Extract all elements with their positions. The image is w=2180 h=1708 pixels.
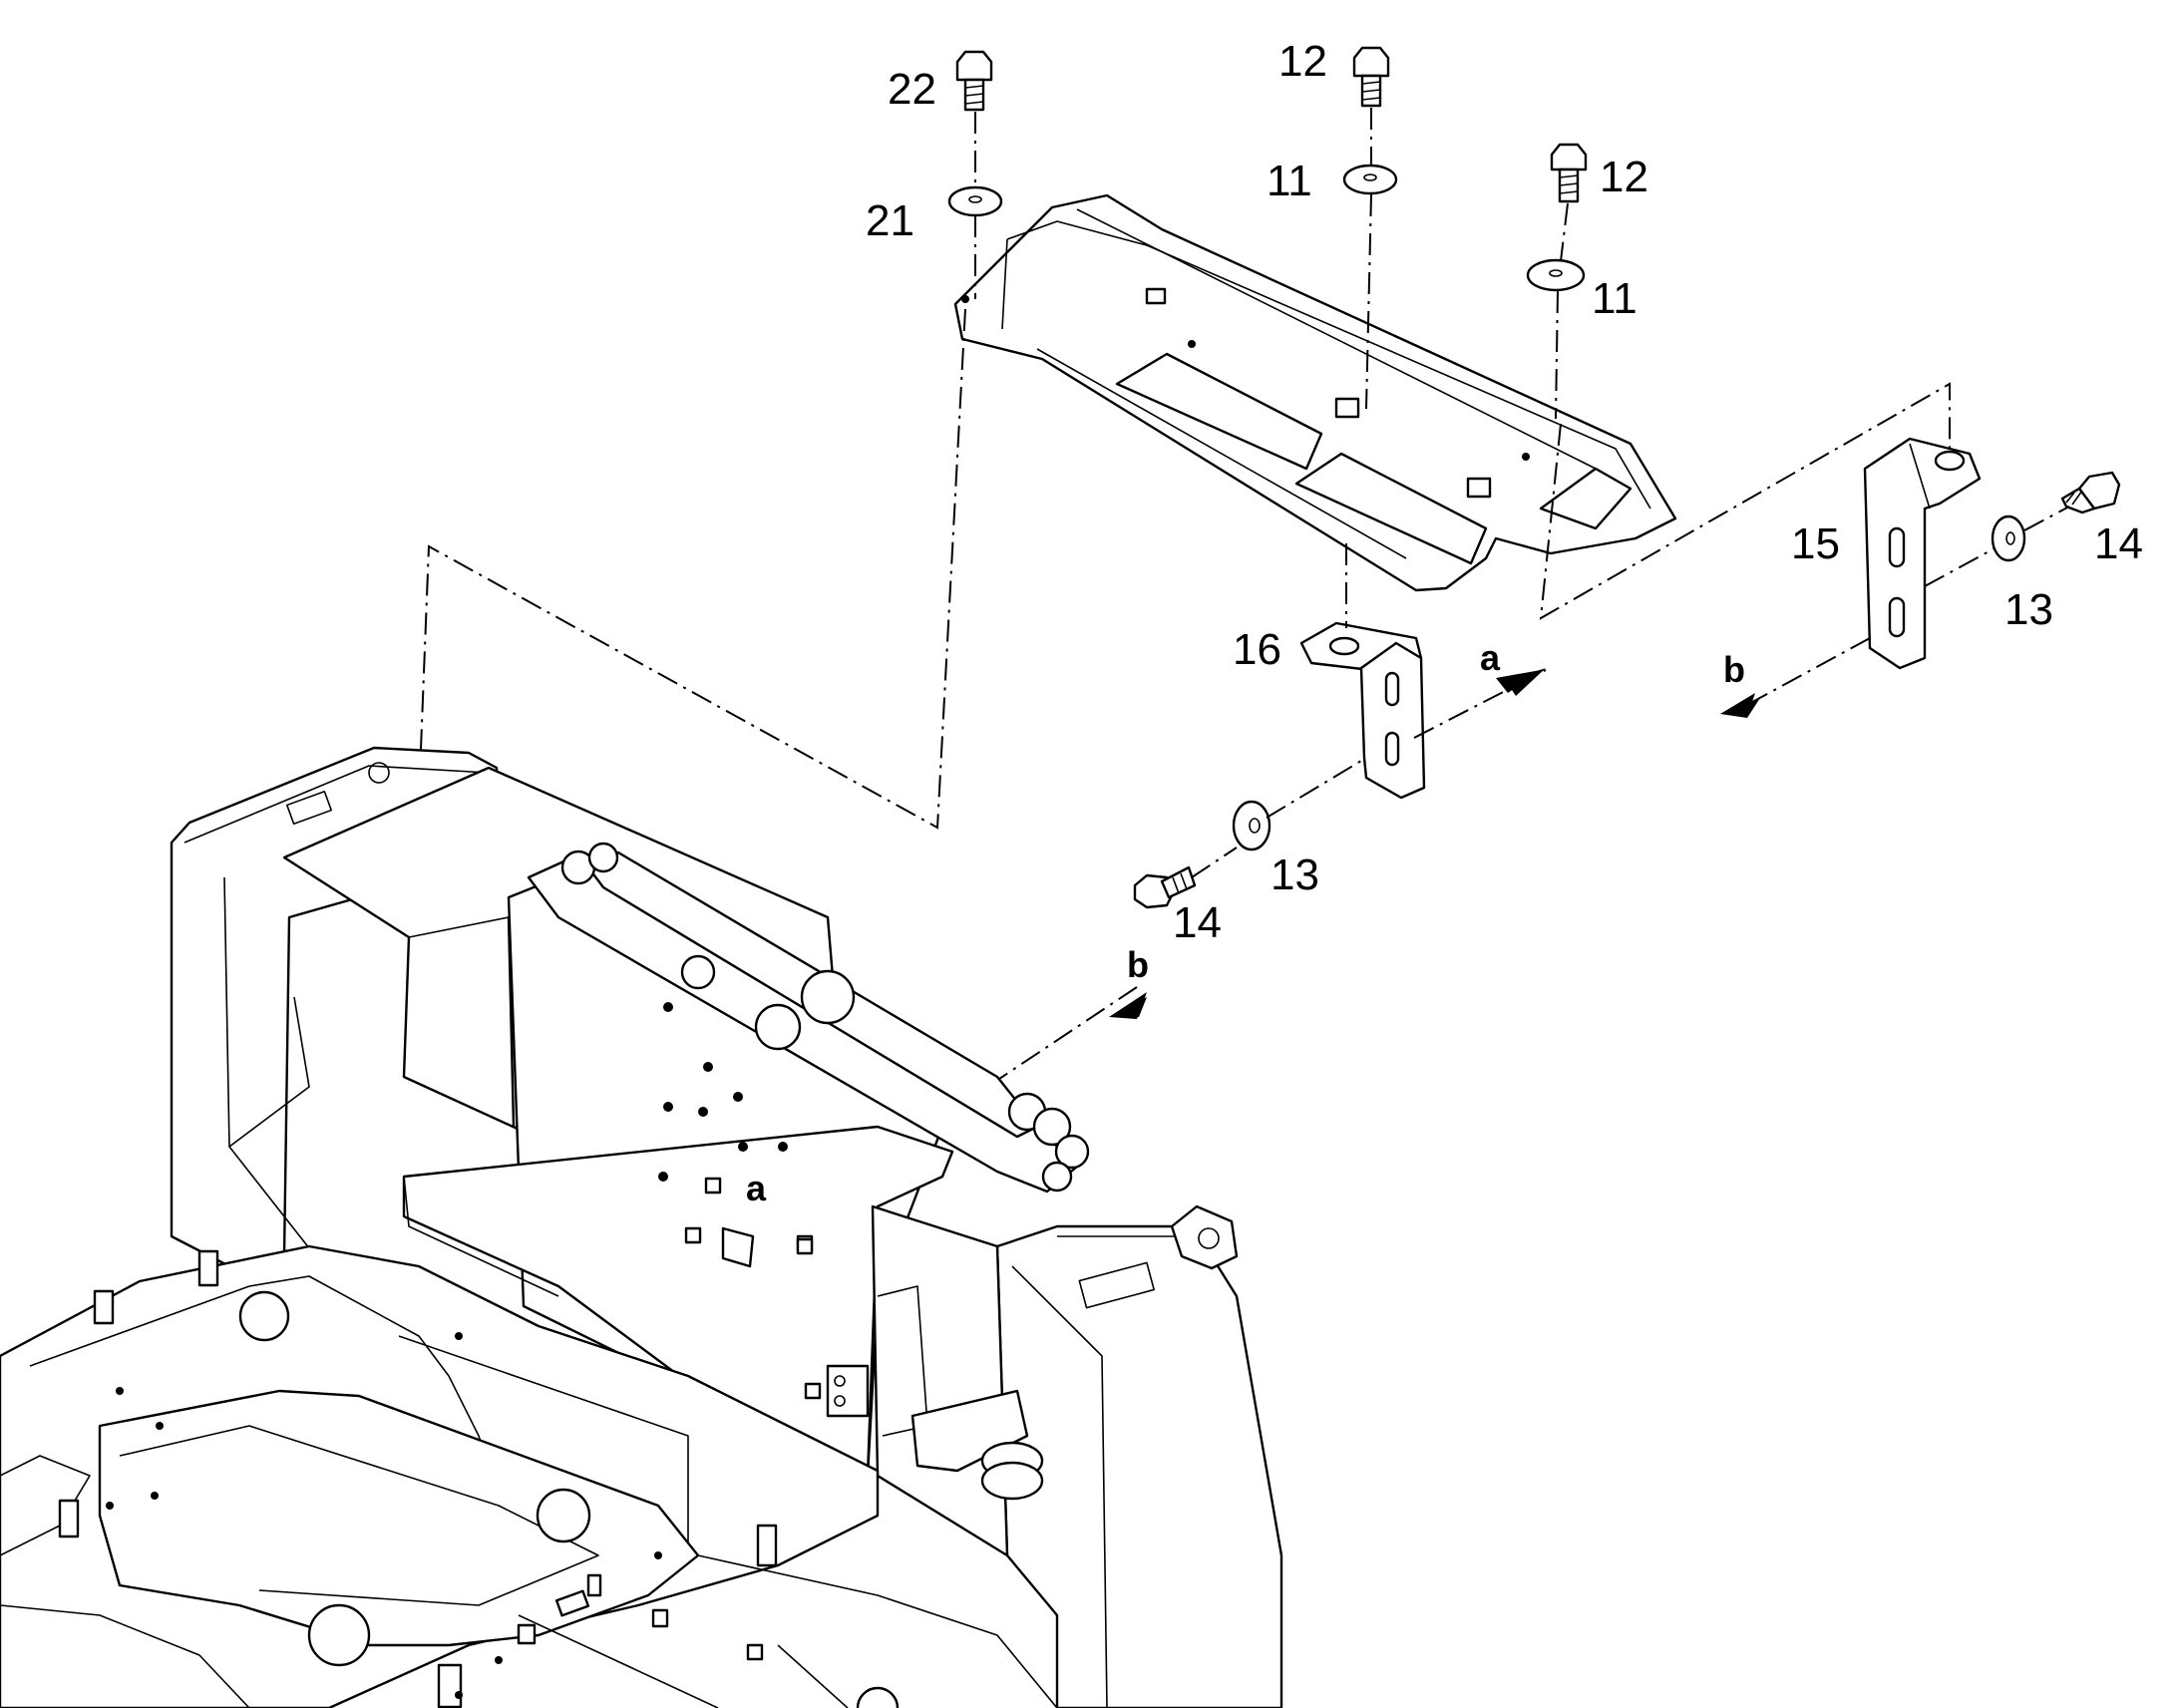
bolt-12-b (1550, 143, 1588, 203)
label-16: 16 (1233, 625, 1281, 674)
bracket-15 (1863, 437, 1982, 670)
direction-label-a-lower: a (746, 1168, 767, 1208)
washer-21 (947, 185, 1003, 217)
bolt-14-a (1133, 865, 1197, 909)
chain-links (560, 842, 1090, 1193)
washer-13-a (1232, 800, 1272, 852)
direction-label-b-upper: b (1723, 649, 1745, 690)
label-11-b: 11 (1592, 274, 1637, 323)
direction-label-a-upper: a (1480, 637, 1501, 678)
washer-11-b (1526, 258, 1586, 292)
machine-frame (0, 746, 1283, 1708)
label-21: 21 (866, 196, 914, 245)
direction-label-b-lower: b (1127, 944, 1149, 985)
label-15: 15 (1791, 519, 1840, 568)
washer-11-a (1342, 164, 1398, 195)
bracket-16 (1299, 621, 1426, 800)
label-11-a: 11 (1267, 157, 1312, 205)
label-12-b: 12 (1600, 153, 1648, 201)
washer-13-b (1991, 514, 2026, 562)
label-14-b: 14 (2094, 519, 2143, 568)
cover-plate (953, 193, 1677, 592)
label-22: 22 (888, 65, 936, 114)
bolt-12-a (1352, 46, 1390, 108)
bolt-22 (955, 50, 993, 112)
label-12-a: 12 (1278, 37, 1327, 86)
label-14-a: 14 (1173, 898, 1222, 947)
bolt-14-b (2060, 471, 2121, 514)
part-labels: 22 21 12 11 12 11 16 15 13 14 13 14 a b … (746, 37, 2143, 1208)
label-13-a: 13 (1271, 851, 1319, 899)
label-13-b: 13 (2004, 585, 2053, 634)
